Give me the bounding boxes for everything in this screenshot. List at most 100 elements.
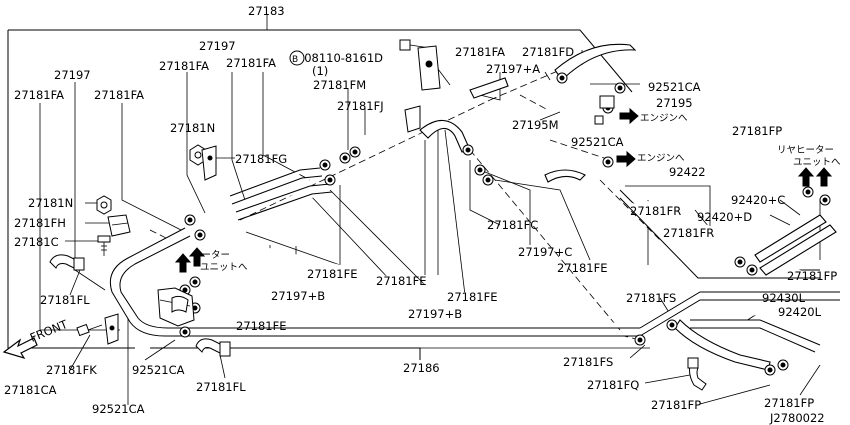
- bolt-icon: [76, 323, 103, 337]
- label-27197: 27197: [199, 39, 236, 53]
- label-27181FR: 27181FR: [630, 204, 681, 218]
- label-27195M: 27195M: [512, 118, 559, 132]
- label-bolt-quantity: (1): [312, 64, 328, 78]
- clamps: [179, 72, 831, 376]
- arrow-up-icon: [188, 247, 206, 267]
- clamp-icon: [764, 364, 776, 376]
- label-to-engine: エンジンへ: [640, 113, 688, 124]
- clamp-icon: [482, 174, 494, 186]
- label-27181FE: 27181FE: [557, 261, 607, 275]
- small-parts: [49, 39, 707, 391]
- label-27197-plus-C: 27197+C: [518, 245, 572, 259]
- label-27181FQ: 27181FQ: [587, 378, 639, 392]
- label-27181FP: 27181FP: [787, 269, 837, 283]
- clamp-icon: [319, 159, 331, 171]
- arrow-right-icon: [619, 107, 639, 125]
- label-27197: 27197: [54, 68, 91, 82]
- clamp-icon: [189, 276, 201, 288]
- label-27186: 27186: [403, 361, 440, 375]
- hoses: [229, 43, 837, 371]
- label-27197-plus-B: 27197+B: [408, 307, 462, 321]
- bracket-icon: [201, 145, 217, 181]
- label-27195: 27195: [656, 96, 693, 110]
- label-27183: 27183: [248, 4, 285, 18]
- clamp-icon: [462, 144, 474, 156]
- clamp-icon: [746, 264, 758, 276]
- clamp-icon: [339, 152, 351, 164]
- label-27181C: 27181C: [14, 235, 59, 249]
- clamp-icon: [602, 156, 614, 168]
- label-diagram-code: J2780022: [769, 411, 825, 425]
- label-heater: ヒーター: [192, 250, 230, 261]
- clamp-icon: [474, 164, 486, 176]
- label-27181FE: 27181FE: [236, 319, 286, 333]
- label-27181FA: 27181FA: [159, 59, 209, 73]
- label-27181FL: 27181FL: [40, 293, 90, 307]
- label-92521CA: 92521CA: [648, 80, 701, 94]
- label-27197-plus-A: 27197+A: [486, 62, 540, 76]
- label-27181FP: 27181FP: [651, 398, 701, 412]
- label-front: FRONT: [28, 317, 71, 345]
- arrow-up-icon: [815, 167, 833, 187]
- clamp-icon: [634, 334, 646, 346]
- label-27181FS: 27181FS: [563, 355, 613, 369]
- bracket-icon: [104, 313, 119, 345]
- bolt-icon: [97, 235, 111, 256]
- label-27181N: 27181N: [28, 196, 73, 210]
- clamp-icon: [349, 146, 361, 158]
- label-to-engine: エンジンへ: [637, 153, 685, 164]
- label-27181FA: 27181FA: [226, 56, 276, 70]
- label-27181FE: 27181FE: [307, 267, 357, 281]
- valve-block-icon: [157, 287, 195, 327]
- clamp-icon: [802, 186, 814, 198]
- label-27181FS: 27181FS: [626, 291, 676, 305]
- clamp-icon: [614, 82, 626, 94]
- valve-icon: [594, 95, 615, 125]
- bracket-icon: [417, 45, 441, 91]
- label-92521CA: 92521CA: [132, 363, 185, 377]
- heater-pipe-bundle: [109, 189, 840, 353]
- clamp-icon: [819, 194, 831, 206]
- label-92521CA: 92521CA: [571, 135, 624, 149]
- clamp-icon: [179, 326, 191, 338]
- part-labels: 27183 27197 27181FA 27181FA 27197 27181F…: [4, 4, 841, 425]
- label-92420-plus-C: 92420+C: [731, 193, 785, 207]
- label-92521CA: 92521CA: [92, 402, 145, 416]
- label-rear-heater: リヤヒーター: [777, 145, 834, 156]
- assembly-frame: [7, 14, 650, 360]
- label-92420-plus-D: 92420+D: [697, 210, 752, 224]
- label-92422: 92422: [669, 165, 706, 179]
- label-27181N: 27181N: [170, 121, 215, 135]
- label-27181FP: 27181FP: [732, 124, 782, 138]
- clamp-icon: [666, 319, 678, 331]
- bolt-symbol-icon: [289, 50, 305, 66]
- label-92420L: 92420L: [778, 305, 822, 319]
- label-27181CA: 27181CA: [4, 383, 57, 397]
- clip-icon: [195, 338, 231, 357]
- label-27181FP: 27181FP: [764, 396, 814, 410]
- arrow-right-icon: [616, 150, 636, 168]
- clamp-icon: [556, 72, 568, 84]
- label-27181FE: 27181FE: [376, 274, 426, 288]
- direction-arrows: [2, 107, 833, 360]
- clip-icon: [49, 254, 85, 271]
- label-27181FA: 27181FA: [455, 45, 505, 59]
- label-27181FG: 27181FG: [235, 152, 287, 166]
- label-27197-plus-B: 27197+B: [271, 289, 325, 303]
- clamp-icon: [184, 214, 196, 226]
- clamp-icon: [194, 229, 206, 241]
- label-92430L: 92430L: [762, 291, 806, 305]
- label-27181FM: 27181FM: [313, 78, 366, 92]
- bracket-icon: [404, 105, 421, 133]
- label-27181FD: 27181FD: [522, 45, 574, 59]
- label-to-unit: ユニットへ: [200, 262, 248, 273]
- label-27181FE: 27181FE: [447, 290, 497, 304]
- label-27181FC: 27181FC: [487, 218, 538, 232]
- nut-icon: [96, 195, 112, 215]
- label-27181FK: 27181FK: [46, 363, 97, 377]
- clamp-icon: [777, 359, 789, 371]
- bracket-icon: [107, 214, 131, 237]
- label-to-unit: ユニットへ: [793, 157, 841, 168]
- front-arrow-icon: [2, 337, 38, 360]
